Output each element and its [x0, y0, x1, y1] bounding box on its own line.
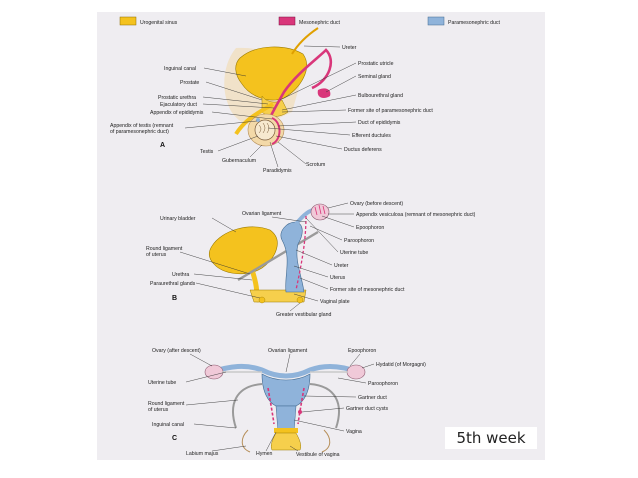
gartner-duct-left-c — [267, 387, 275, 425]
label-former-site-mesonephric-b: Former site of mesonephric duct — [330, 287, 405, 293]
label-vaginal-plate-b: Vaginal plate — [320, 299, 350, 305]
label-prostatic-urethra-a: Prostatic urethra — [158, 95, 196, 101]
legend-label-urogenital: Urogenital sinus — [140, 20, 178, 26]
labium-left-c — [241, 429, 251, 453]
paraurethral-gland-b — [258, 296, 266, 304]
legend-label-paramesonephric: Paramesonephric duct — [448, 20, 500, 26]
bladder-b — [208, 226, 278, 275]
label-prostate-a: Prostate — [180, 80, 199, 86]
label-ureter-a: Ureter — [342, 45, 357, 51]
epididymis-a — [271, 117, 281, 145]
label-ovarian-ligament-c: Ovarian ligament — [268, 348, 308, 354]
label-gartner-cysts-c: Gartner duct cysts — [346, 406, 388, 412]
uterus-c — [261, 373, 311, 407]
label-ureter-b: Ureter — [334, 263, 349, 269]
label-efferent-ductules-a: Efferent ductules — [352, 133, 391, 139]
label-gartner-duct-c: Gartner duct — [358, 395, 387, 401]
label-paroophoron-c: Paroophoron — [368, 381, 398, 387]
label-epoophoron-c: Epoophoron — [348, 348, 376, 354]
gartner-duct-right-c — [297, 387, 305, 425]
label-paradidymis-a: Paradidymis — [263, 168, 292, 174]
round-ligament-left-c — [232, 383, 263, 429]
legend-label-mesonephric: Mesonephric duct — [299, 20, 341, 26]
label-ejaculatory-duct-a: Ejaculatory duct — [160, 102, 197, 108]
label-ovary-after-c: Ovary (after descent) — [152, 348, 201, 354]
label-uterine-tube-c: Uterine tube — [148, 380, 176, 386]
panel-b-letter: B — [172, 295, 177, 302]
label-hymen-c: Hymen — [256, 451, 273, 457]
panel-c-letter: C — [172, 435, 177, 442]
label-inguinal-canal-a: Inguinal canal — [164, 66, 196, 72]
label-bulbourethral-a: Bulbourethral gland — [358, 93, 403, 99]
label-uterine-tube-b: Uterine tube — [340, 250, 368, 256]
round-ligament-b — [237, 230, 319, 282]
legend: Urogenital sinus Mesonephric duct Parame… — [119, 16, 500, 26]
label-duct-epididymis-a: Duct of epididymis — [358, 120, 401, 126]
label-appendix-testis-1-a: Appendix of testis (remnant — [110, 123, 174, 129]
label-former-site-paramesonephric-a: Former site of paramesonephric duct — [348, 108, 433, 114]
vestibule-c — [270, 432, 302, 451]
labium-right-c — [321, 429, 331, 453]
label-gubernaculum-a: Gubernaculum — [222, 158, 256, 164]
legend-swatch-urogenital — [119, 16, 137, 26]
label-vagina-c: Vagina — [346, 429, 362, 435]
label-ovarian-ligament-b: Ovarian ligament — [242, 211, 282, 217]
label-hydatid-c: Hydatid (of Morgagni) — [376, 362, 426, 368]
label-appendix-testis-2-a: of paramesonephric duct) — [110, 129, 169, 135]
label-urethra-b: Urethra — [172, 272, 189, 278]
legend-swatch-mesonephric — [278, 16, 296, 26]
panel-b-female: B Urinary bladder Ovarian ligament Round… — [146, 201, 476, 318]
label-round-ligament-1-c: Round ligament — [148, 401, 185, 407]
gartner-cyst-c — [298, 410, 302, 414]
urethra-a — [234, 102, 275, 136]
vestibular-gland-b — [296, 296, 304, 304]
ductus-deferens-a — [262, 48, 333, 133]
label-vestibule-c: Vestibule of vagina — [296, 452, 340, 458]
label-seminal-gland-a: Seminal gland — [358, 74, 391, 80]
ureter-a — [291, 27, 319, 55]
label-round-ligament-1-b: Round ligament — [146, 246, 183, 252]
label-scrotum-a: Scrotum — [306, 162, 325, 168]
label-ductus-deferens-a: Ductus deferens — [344, 147, 382, 153]
panel-a-male: A Inguinal canal Prostate Prostatic uret… — [110, 27, 433, 174]
label-epoophoron-b: Epoophoron — [356, 225, 384, 231]
mesonephric-remnant-b — [295, 215, 307, 291]
testis-a — [254, 119, 276, 141]
hymen-c — [274, 428, 298, 433]
label-appendix-epididymis-a: Appendix of epididymis — [150, 110, 204, 116]
round-ligament-right-c — [309, 383, 340, 429]
appendix-testis-a — [256, 118, 260, 122]
panel-c-female: C Ovary (after descent) Ovarian ligament… — [148, 348, 426, 458]
caption-5th-week: 5th week — [445, 427, 537, 449]
seminal-gland-a — [317, 88, 331, 98]
label-paraurethral-b: Paraurethral glands — [150, 281, 196, 287]
label-inguinal-canal-c: Inguinal canal — [152, 422, 184, 428]
ovary-left-c — [204, 364, 224, 380]
label-ovary-before-b: Ovary (before descent) — [350, 201, 403, 207]
uterus-b — [280, 221, 305, 293]
label-round-ligament-2-b: of uterus — [146, 252, 167, 258]
epoophoron-b — [314, 204, 326, 216]
uterine-tubes-c — [211, 363, 359, 379]
ovary-right-c — [346, 364, 366, 380]
label-greater-vestibular-b: Greater vestibular gland — [276, 312, 331, 318]
label-uterus-b: Uterus — [330, 275, 346, 281]
panel-a-letter: A — [160, 142, 165, 149]
label-appendix-vesiculosa-b: Appendix vesiculosa (remnant of mesoneph… — [356, 212, 476, 218]
label-urinary-bladder-b: Urinary bladder — [160, 216, 196, 222]
label-testis-a: Testis — [200, 149, 214, 155]
label-round-ligament-2-c: of uterus — [148, 407, 169, 413]
legend-swatch-paramesonephric — [427, 16, 445, 26]
label-paroophoron-b: Paroophoron — [344, 238, 374, 244]
label-prostatic-utricle-a: Prostatic utricle — [358, 61, 394, 67]
label-labium-majus-c: Labium majus — [186, 451, 219, 457]
